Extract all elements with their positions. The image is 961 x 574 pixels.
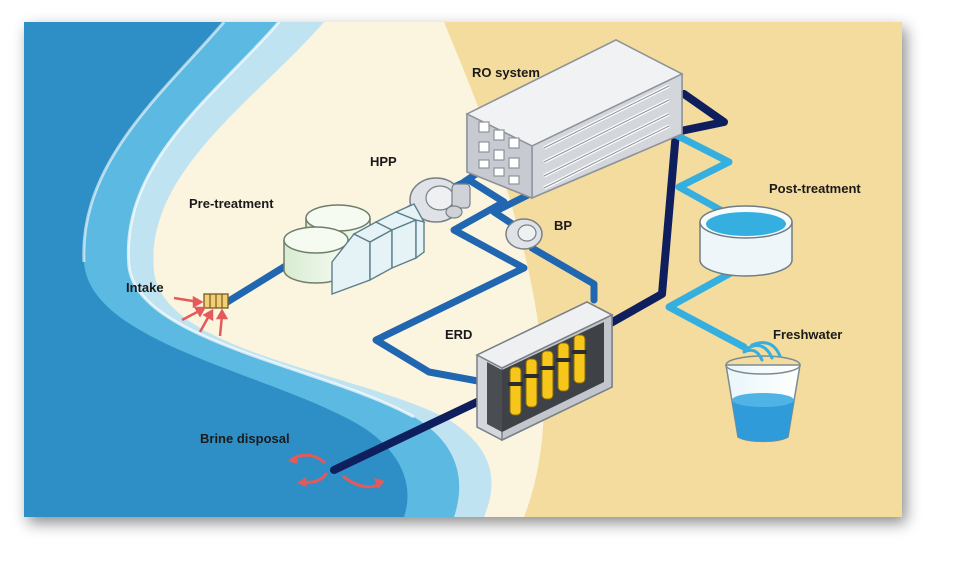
desalination-diagram: RO system HPP Pre-treatment BP Post-trea… (24, 22, 902, 517)
bp-to-erd-pipe (528, 244, 598, 304)
diagram-frame: RO system HPP Pre-treatment BP Post-trea… (24, 22, 902, 517)
bp-pump (505, 218, 543, 250)
pre-treatment-unit (283, 203, 426, 296)
label-hpp: HPP (370, 154, 397, 169)
label-brine-disposal: Brine disposal (200, 431, 290, 446)
feed-loop-pipe (372, 176, 528, 388)
intake-pipe (220, 258, 296, 308)
label-freshwater: Freshwater (773, 327, 842, 342)
intake-structure (203, 293, 229, 309)
label-pre-treatment: Pre-treatment (189, 196, 274, 211)
label-ro-system: RO system (472, 65, 540, 80)
brine-arrowheads (288, 454, 385, 489)
product-pipes (665, 130, 748, 351)
post-treatment-tank (699, 205, 793, 277)
ro-system (465, 39, 684, 200)
label-erd: ERD (445, 327, 472, 342)
erd-unit (475, 301, 614, 442)
intake-arrows (173, 295, 229, 337)
freshwater-glass (725, 341, 801, 443)
post-treatment-to-freshwater-pipe (665, 266, 748, 351)
ro-to-post-treatment-pipe (670, 130, 733, 216)
label-bp: BP (554, 218, 572, 233)
brine-disposal-pipe (330, 390, 498, 474)
label-post-treatment: Post-treatment (769, 181, 861, 196)
hpp-pump (409, 177, 471, 223)
labels: RO system HPP Pre-treatment BP Post-trea… (126, 65, 861, 446)
label-intake: Intake (126, 280, 164, 295)
